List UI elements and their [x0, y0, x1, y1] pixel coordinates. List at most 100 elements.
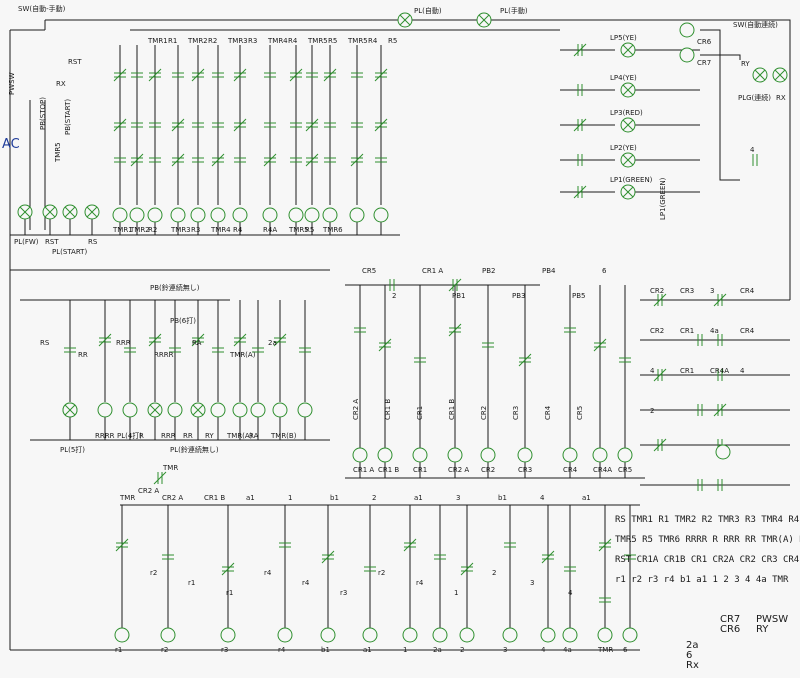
component-label: a1 [246, 494, 255, 502]
component-label: 2a [268, 339, 277, 347]
rotated-label: CR3 [512, 406, 520, 420]
wire [700, 29, 740, 181]
relay-coil [617, 447, 633, 463]
contact-nc [305, 118, 319, 132]
component-label: 1 [288, 494, 292, 502]
pl-fw-label: PL(FW) [14, 238, 39, 246]
ac-label: AC [2, 137, 20, 152]
component-label: r2 [150, 569, 157, 577]
legend-ry: RY [756, 624, 769, 635]
pl-auto-label: PL(自動) [414, 6, 442, 15]
contact-nc [573, 43, 587, 57]
relay-coil [562, 627, 578, 643]
relay-coil [122, 402, 138, 418]
contact-nc [130, 153, 144, 167]
component-label: TMR [119, 494, 135, 502]
component-label: 4 [568, 589, 573, 597]
component-label: R2 [148, 226, 157, 234]
contact-nc [115, 538, 129, 552]
lamp-cross [774, 69, 786, 81]
relay-coil [232, 207, 248, 223]
relay-coil [262, 207, 278, 223]
component-label: a1 [414, 494, 423, 502]
component-label: 4 [540, 494, 545, 502]
contact-nc [713, 403, 727, 417]
lamp-cross [622, 84, 634, 96]
relay-coil [540, 627, 556, 643]
contact-nc [541, 550, 555, 564]
legend-line-2: TMR5 R5 TMR6 RRRR R RRR RR TMR(A) RA TMR… [615, 535, 800, 545]
relay-coil [220, 627, 236, 643]
component-label: CR1 [680, 367, 694, 375]
rotated-label: CR5 [576, 406, 584, 420]
component-label: RA [192, 339, 202, 347]
contact-nc [350, 153, 364, 167]
component-label: CR4 [740, 287, 755, 295]
contact-nc [113, 118, 127, 132]
component-label: PB5 [572, 292, 585, 300]
legend-cr7: CR7 [720, 614, 740, 625]
component-label: PL(4打) [117, 431, 142, 440]
component-label: 4a [710, 327, 719, 335]
legend: RS TMR1 R1 TMR2 R2 TMR3 R3 TMR4 R4 R4A T… [615, 515, 800, 671]
relay-coil [622, 627, 638, 643]
relay-coil [592, 447, 608, 463]
component-label: TMR3 [170, 226, 191, 234]
contact-nc [171, 118, 185, 132]
relay-coil [167, 402, 183, 418]
component-label: R3 [191, 226, 200, 234]
relay-coil [679, 22, 695, 38]
component-label: TMR1 [147, 37, 168, 45]
component-label: 2 [372, 494, 376, 502]
relay-coil [320, 627, 336, 643]
component-label: CR3 [680, 287, 694, 295]
component-label: R5 [305, 226, 314, 234]
lamp-cross [19, 206, 31, 218]
lamp-cross [399, 14, 411, 26]
relay-coil [432, 627, 448, 643]
lamp-cross [622, 154, 634, 166]
wire [700, 54, 741, 60]
relay-coil [147, 207, 163, 223]
component-label: TMR5 [288, 226, 309, 234]
contact-nc [593, 338, 607, 352]
component-label: r1 [188, 579, 195, 587]
pl-start-label: PL(START) [52, 248, 87, 256]
contact-nc [653, 293, 667, 307]
contact-nc [305, 153, 319, 167]
component-label: 2 [650, 407, 654, 415]
component-layer [17, 12, 788, 643]
contact-nc [713, 293, 727, 307]
component-label: a1 [582, 494, 591, 502]
component-label: r1 [226, 589, 233, 597]
rotated-label: CR2 A [352, 399, 360, 420]
relay-coil [562, 447, 578, 463]
rotated-label: CR4 [544, 405, 552, 420]
component-label: r2 [161, 646, 168, 654]
contact-nc [191, 333, 205, 347]
legend-line-4: r1 r2 r3 r4 b1 a1 1 2 3 4 4a TMR [615, 575, 789, 585]
contact-nc [148, 68, 162, 82]
component-label: TMR [597, 646, 613, 654]
relay-coil [160, 627, 176, 643]
relay-coil [402, 627, 418, 643]
component-label: R5 [388, 37, 397, 45]
legend-pwsw: PWSW [756, 614, 788, 625]
lamp-cross [622, 119, 634, 131]
component-label: R4 [288, 37, 298, 45]
contact-nc [221, 562, 235, 576]
legend-cr6: CR6 [720, 624, 740, 635]
lamp-cross [754, 69, 766, 81]
component-label: 2 [492, 569, 496, 577]
relay-coil [129, 207, 145, 223]
component-label: TMR5 [307, 37, 328, 45]
component-label: CR2 A [138, 487, 159, 495]
relay-coil [715, 444, 731, 460]
relay-coil [297, 402, 313, 418]
contact-nc [211, 153, 225, 167]
component-label: LP5(YE) [610, 34, 637, 42]
relay-coil [362, 627, 378, 643]
legend-rx: Rx [686, 660, 699, 671]
component-label: r3 [221, 646, 228, 654]
component-label: TMR6 [322, 226, 343, 234]
